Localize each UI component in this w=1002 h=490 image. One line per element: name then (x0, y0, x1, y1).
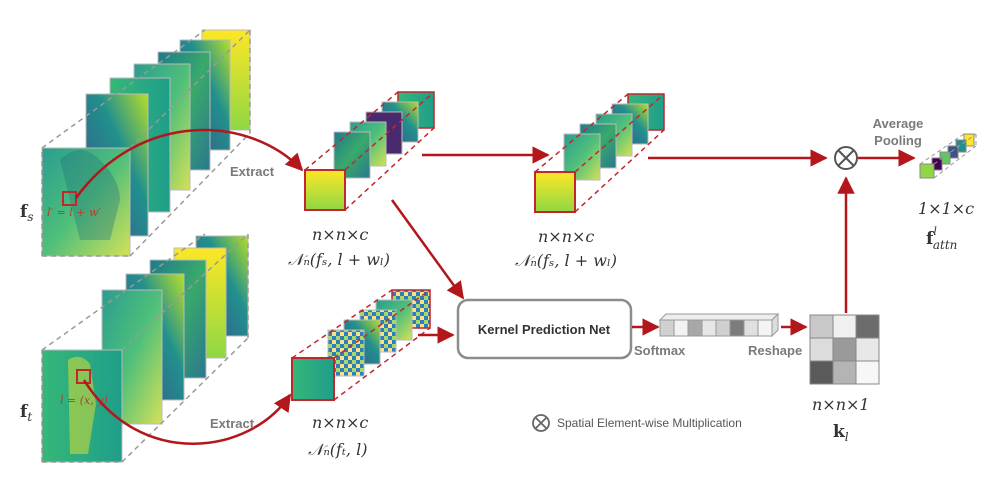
softmax-label: Softmax (634, 343, 686, 358)
softmax-vector (658, 312, 780, 338)
source-patch-copy-formula: 𝒩ₙ(fₛ, l + wₗ) (515, 251, 617, 270)
multiply-icon (834, 146, 858, 170)
kernel-grid (809, 314, 880, 385)
kernel-prediction-net-label: Kernel Prediction Net (478, 322, 611, 337)
pooling-label-line2: Pooling (874, 133, 922, 148)
extract-label-bottom: Extract (210, 416, 255, 431)
source-patch-dims: n×n×c (312, 225, 368, 244)
target-patch-marker (76, 369, 91, 384)
arrow-patch-to-kpn (390, 199, 465, 300)
source-feature-stack: l′ = l + w′ (41, 29, 251, 257)
source-patch-formula: 𝒩ₙ(fₛ, l + wₗ) (288, 250, 390, 269)
source-patch-copy-dims: n×n×c (538, 227, 594, 246)
source-coord-label: l′ = l + w′ (47, 206, 101, 219)
extract-arrow-bottom (82, 379, 292, 445)
target-patch-formula: 𝒩ₙ(fₜ, l) (308, 440, 367, 459)
pooling-label-line1: Average (873, 116, 924, 131)
source-feature-label: fs (20, 202, 34, 224)
target-feature-stack: l = (x, y) (41, 233, 249, 463)
target-feature-label: ft (20, 402, 32, 424)
source-patch-marker (62, 191, 77, 206)
reshape-label: Reshape (748, 343, 802, 358)
source-patch-copy-stack (534, 93, 665, 213)
output-vector (919, 133, 977, 179)
target-patch-dims: n×n×c (312, 413, 368, 432)
output-dims: 1×1×c (918, 199, 974, 218)
kernel-label: kl (833, 422, 849, 444)
extract-label-top: Extract (230, 164, 275, 179)
legend-text: Spatial Element-wise Multiplication (557, 416, 742, 430)
kernel-prediction-net-box (456, 298, 633, 360)
legend-multiply-icon (532, 414, 550, 432)
kernel-dims: n×n×1 (812, 395, 870, 414)
target-patch-stack (291, 289, 431, 401)
source-patch-stack (304, 91, 435, 211)
extract-arrow-top (74, 128, 304, 199)
